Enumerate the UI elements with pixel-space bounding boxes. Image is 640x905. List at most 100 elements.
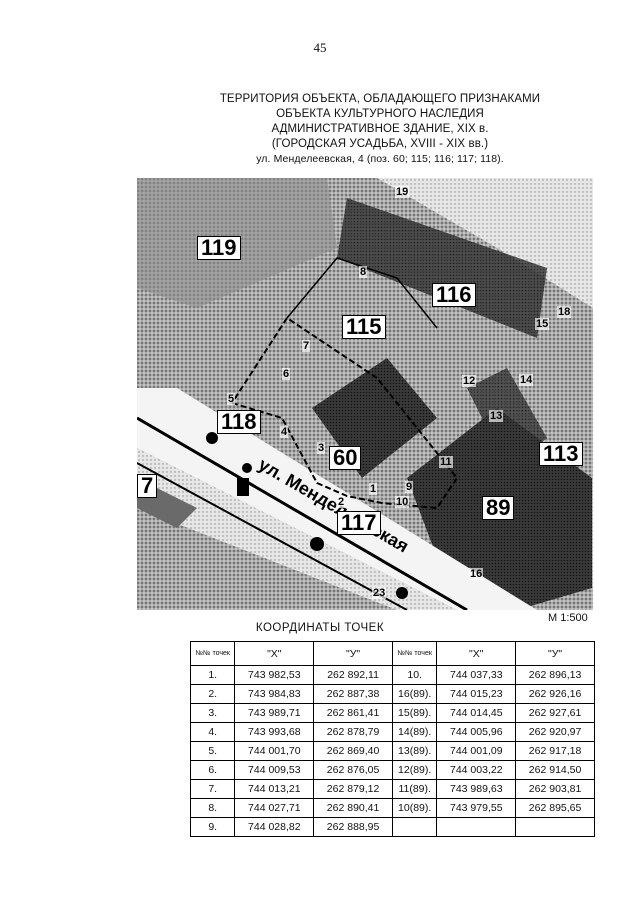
point-10: 10: [395, 496, 410, 508]
cell-x-value: 744 013,21: [234, 779, 315, 799]
cell-x-value: 744 027,71: [234, 798, 315, 818]
cell-point-no: 8.: [189, 798, 236, 818]
cell-point-no: 5.: [189, 741, 236, 761]
header-x-right: "X": [436, 641, 517, 666]
point-23: 23: [372, 587, 387, 599]
cell-x-value: [436, 817, 517, 837]
cell-point-no: 3.: [189, 703, 236, 723]
cell-y-value: 262 879,12: [313, 779, 393, 799]
cell-x-value: 743 993,68: [234, 722, 315, 742]
plot-label-115: 115: [342, 315, 386, 339]
point-9: 9: [405, 481, 414, 493]
header-x-left: "X": [234, 641, 315, 666]
cell-point-no: 4.: [189, 722, 236, 742]
page-number: 45: [313, 40, 327, 55]
plot-label-89: 89: [482, 496, 515, 520]
cell-y-value: 262 888,95: [313, 817, 393, 837]
point-2: 2: [337, 496, 346, 508]
table-header-row: №№ точек "X" "У" №№ точек "X" "У": [189, 641, 595, 666]
plot-label-119: 119: [197, 236, 241, 260]
header-y-right: "У": [515, 641, 595, 666]
point-11: 11: [439, 456, 453, 468]
cell-y-value: 262 903,81: [515, 779, 595, 799]
document-title: ТЕРРИТОРИЯ ОБЪЕКТА, ОБЛАДАЮЩЕГО ПРИЗНАКА…: [180, 92, 580, 167]
point-15: 15: [535, 318, 550, 330]
cell-x-value: 743 982,53: [234, 665, 315, 685]
cell-y-value: 262 861,41: [313, 703, 393, 723]
point-6: 6: [282, 368, 291, 380]
plot-label-116: 116: [432, 283, 476, 307]
cell-x-value: 744 037,33: [436, 665, 517, 685]
cell-y-value: 262 896,13: [515, 665, 595, 685]
cell-y-value: 262 869,40: [313, 741, 393, 761]
coordinates-table: №№ точек "X" "У" №№ точек "X" "У" 1.743 …: [189, 641, 595, 837]
cell-y-value: 262 895,65: [515, 798, 595, 818]
cell-x-value: 744 028,82: [234, 817, 315, 837]
cell-y-value: 262 914,50: [515, 760, 595, 780]
cell-y-value: [515, 817, 595, 837]
point-3: 3: [317, 442, 326, 454]
title-line-2: ОБЪЕКТА КУЛЬТУРНОГО НАСЛЕДИЯ: [276, 108, 484, 120]
cell-y-value: 262 887,38: [313, 684, 393, 704]
cell-point-no: 10(89).: [391, 798, 438, 818]
cell-x-value: 744 003,22: [436, 760, 517, 780]
cell-point-no: 7.: [189, 779, 236, 799]
cell-point-no: 11(89).: [391, 779, 438, 799]
cell-y-value: 262 926,16: [515, 684, 595, 704]
point-8: 8: [359, 266, 368, 278]
cell-y-value: 262 876,05: [313, 760, 393, 780]
cell-point-no: 2.: [189, 684, 236, 704]
cell-point-no: 16(89).: [391, 684, 438, 704]
cell-point-no: 10.: [391, 665, 438, 685]
cell-x-value: 743 989,63: [436, 779, 517, 799]
cell-y-value: 262 892,11: [313, 665, 393, 685]
plot-label-18: 18: [557, 306, 572, 318]
cell-point-no: 14(89).: [391, 722, 438, 742]
title-line-1: ТЕРРИТОРИЯ ОБЪЕКТА, ОБЛАДАЮЩЕГО ПРИЗНАКА…: [219, 93, 541, 105]
header-point-no-right: №№ точек: [391, 641, 438, 666]
cell-x-value: 744 001,70: [234, 741, 315, 761]
plot-label-19: 19: [395, 186, 410, 198]
plot-label-7: 7: [137, 474, 158, 498]
title-line-4: (ГОРОДСКАЯ УСАДЬБА, XVIII - XIX вв.): [271, 138, 489, 150]
point-14: 14: [519, 374, 534, 386]
cell-y-value: 262 920,97: [515, 722, 595, 742]
point-13: 13: [489, 410, 504, 422]
cell-point-no: [391, 817, 438, 837]
cell-x-value: 743 979,55: [436, 798, 517, 818]
plot-label-60: 60: [329, 446, 362, 470]
point-16: 16: [469, 568, 484, 580]
cell-y-value: 262 917,18: [515, 741, 595, 761]
cell-y-value: 262 927,61: [515, 703, 595, 723]
map-scale: М 1:500: [548, 612, 588, 624]
cell-point-no: 6.: [189, 760, 236, 780]
header-point-no-left: №№ точек: [189, 641, 236, 666]
header-y-left: "У": [313, 641, 393, 666]
cell-x-value: 744 009,53: [234, 760, 315, 780]
cell-point-no: 13(89).: [391, 741, 438, 761]
cell-x-value: 744 001,09: [436, 741, 517, 761]
cell-x-value: 743 989,71: [234, 703, 315, 723]
cell-y-value: 262 890,41: [313, 798, 393, 818]
cell-x-value: 743 984,83: [234, 684, 315, 704]
point-7: 7: [302, 340, 311, 352]
point-4: 4: [280, 426, 289, 438]
plot-label-113: 113: [539, 442, 583, 466]
title-line-5: ул. Менделеевская, 4 (поз. 60; 115; 116;…: [256, 153, 504, 165]
cell-point-no: 15(89).: [391, 703, 438, 723]
cell-x-value: 744 005,96: [436, 722, 517, 742]
cell-point-no: 12(89).: [391, 760, 438, 780]
point-12: 12: [462, 375, 477, 387]
point-5: 5: [227, 393, 236, 405]
cell-y-value: 262 878,79: [313, 722, 393, 742]
cell-point-no: 1.: [189, 665, 236, 685]
